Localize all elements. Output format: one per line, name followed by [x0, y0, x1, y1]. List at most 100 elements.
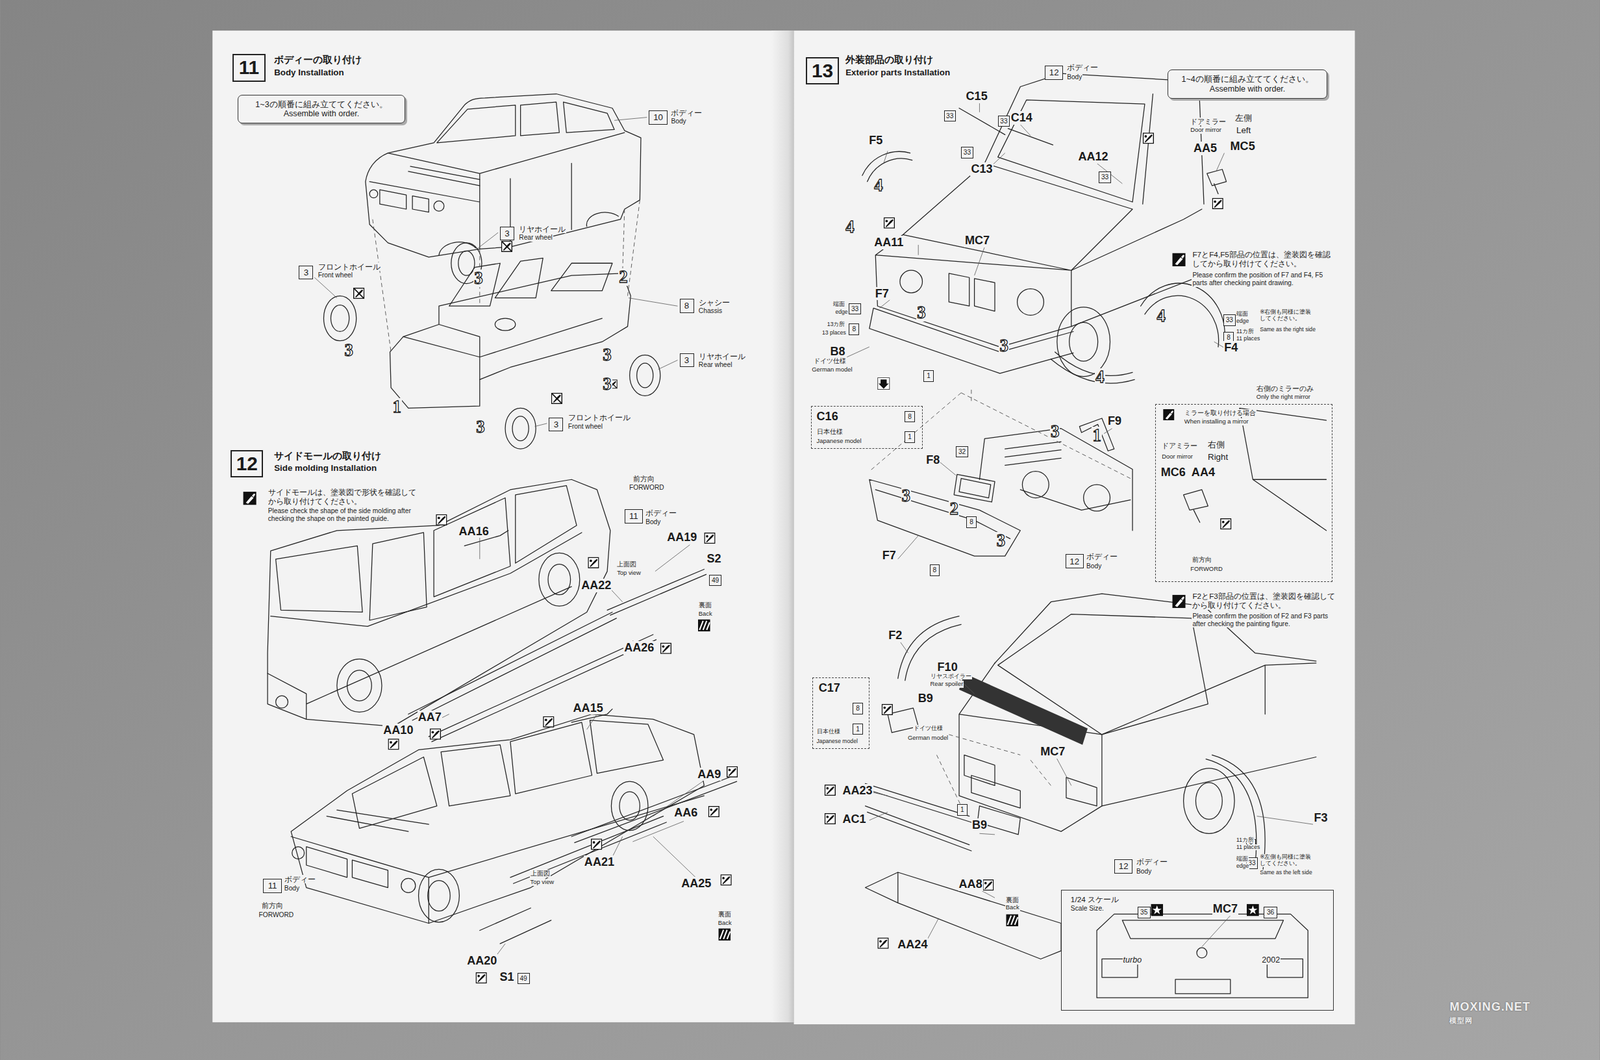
- glue-icon: [1220, 518, 1232, 530]
- part-number: C15: [965, 89, 989, 104]
- part-number: F7: [874, 287, 890, 301]
- part-number: AA21: [583, 855, 615, 869]
- photo-background: [771, 30, 795, 1023]
- car-line-drawing: [971, 775, 1021, 835]
- box-text: 8: [1226, 333, 1231, 342]
- annotation-text: ミラーを取り付ける場合: [1183, 409, 1257, 417]
- variant-box: C17日本仕様Japanese model81: [812, 677, 870, 749]
- part-number: S1: [498, 970, 515, 984]
- car-line-drawing: [323, 296, 356, 341]
- part-number: AA7: [417, 710, 443, 725]
- car-line-drawing: [267, 532, 582, 719]
- box-text: 10: [653, 112, 663, 123]
- annotation-text: Body: [1085, 562, 1102, 571]
- car-line-drawing: [619, 791, 640, 821]
- car-line-drawing: [998, 100, 1145, 202]
- part-number: B9: [971, 818, 988, 832]
- glue-icon: [353, 133, 1232, 984]
- annotation-text: Body: [644, 518, 662, 526]
- step-heading: ボディーの取り付け: [273, 53, 363, 65]
- box-text: 11: [629, 511, 639, 521]
- annotation-text: Please confirm the position of F7 and F4…: [1191, 271, 1336, 288]
- car-line-drawing: [538, 552, 580, 606]
- annotation-text: 11カ所: [1235, 837, 1255, 844]
- annotation-text: Back: [1005, 903, 1021, 912]
- step-heading: サイドモールの取り付け: [273, 450, 382, 462]
- car-line-drawing: [449, 257, 613, 306]
- glue-icon: [588, 557, 599, 568]
- car-line-drawing: [1083, 484, 1111, 512]
- annotation-text: ※右側も同様に塗装してください。: [1259, 309, 1318, 323]
- annotation-text: シャシー: [698, 298, 731, 308]
- part-number: S2: [705, 551, 722, 566]
- box-text: 33: [1101, 173, 1109, 182]
- annotation-text: サイドモールは、塗装図で形状を確認してから取り付けてください。: [267, 487, 423, 506]
- paint-icon: [242, 491, 256, 505]
- order-number: 4: [1155, 307, 1166, 325]
- annotation-text: リヤホイール: [518, 224, 567, 234]
- box-text: 12: [1049, 67, 1060, 78]
- part-number: AA23: [841, 783, 873, 798]
- annotation-text: 前方向: [261, 901, 284, 910]
- part-number: AA12: [1077, 150, 1109, 164]
- photo-background: [212, 30, 794, 1023]
- box-text: 49: [519, 974, 527, 983]
- car-line-drawing: [403, 318, 602, 380]
- car-line-drawing: [427, 880, 451, 912]
- annotation-text: 11 places: [1235, 335, 1261, 343]
- annotation-text: Body: [1066, 73, 1083, 82]
- part-number: AA15: [572, 701, 604, 715]
- box-text: 8: [855, 704, 861, 713]
- order-number: 1: [391, 398, 402, 416]
- box-subtext: Only the right mirror: [1255, 393, 1312, 401]
- part-number: MC5: [1229, 139, 1256, 154]
- car-line-drawing: [433, 200, 445, 212]
- part-number-box: 12: [1114, 859, 1133, 874]
- order-number: 3: [998, 337, 1009, 355]
- part-number: MC7: [1212, 901, 1239, 916]
- part-number-box: 33: [1098, 171, 1111, 184]
- step-number: 13: [805, 57, 839, 85]
- part-number: C13: [970, 162, 993, 176]
- car-line-drawing: [1101, 662, 1317, 806]
- part-number: AA6: [673, 805, 699, 820]
- part-number-box: 49: [709, 574, 722, 587]
- car-line-drawing: [611, 781, 649, 830]
- car-line-drawing: [292, 846, 305, 860]
- part-number-box: 33: [961, 146, 973, 159]
- car-line-drawing: [365, 94, 641, 258]
- car-line-drawing: [1071, 209, 1202, 327]
- annotation-text: When installing a mirror: [1183, 418, 1250, 426]
- part-number: AA20: [466, 953, 498, 968]
- annotation-text: 前方向: [1191, 555, 1213, 564]
- car-line-drawing: [1205, 754, 1265, 869]
- annotation-text: Same as the right side: [1259, 326, 1317, 334]
- order-number: 4: [1094, 368, 1105, 386]
- order-number: 3: [996, 531, 1006, 550]
- part-number-box: 12: [1044, 65, 1063, 80]
- order-number: 3: [473, 269, 484, 288]
- glue-icon: [720, 874, 732, 886]
- part-number: F7: [881, 548, 897, 563]
- box-text: 8: [969, 518, 974, 526]
- car-line-drawing: [512, 416, 529, 441]
- box-text: 8: [684, 300, 689, 311]
- part-number-box: 3: [679, 353, 695, 367]
- annotation-text: 端面: [1235, 855, 1249, 863]
- annotation-text: ボディー: [1085, 551, 1119, 562]
- box-text: 3: [303, 267, 309, 278]
- car-line-drawing: [1005, 441, 1062, 465]
- car-line-drawing: [629, 355, 661, 397]
- glue-icon: [661, 642, 672, 654]
- part-number-box: 36: [1263, 906, 1277, 919]
- annotation-text: Please check the shape of the side moldi…: [267, 507, 423, 523]
- car-line-drawing: [494, 318, 515, 331]
- part-number-box: 33: [1223, 314, 1236, 326]
- annotation-text: Door mirror: [1189, 126, 1223, 134]
- box-text: 右側のミラーのみ: [1255, 384, 1315, 393]
- part-number-box: 1: [923, 370, 934, 382]
- annotation-text: 端面: [832, 301, 846, 308]
- part-number: F3: [1312, 811, 1328, 825]
- order-number: 3: [475, 418, 486, 436]
